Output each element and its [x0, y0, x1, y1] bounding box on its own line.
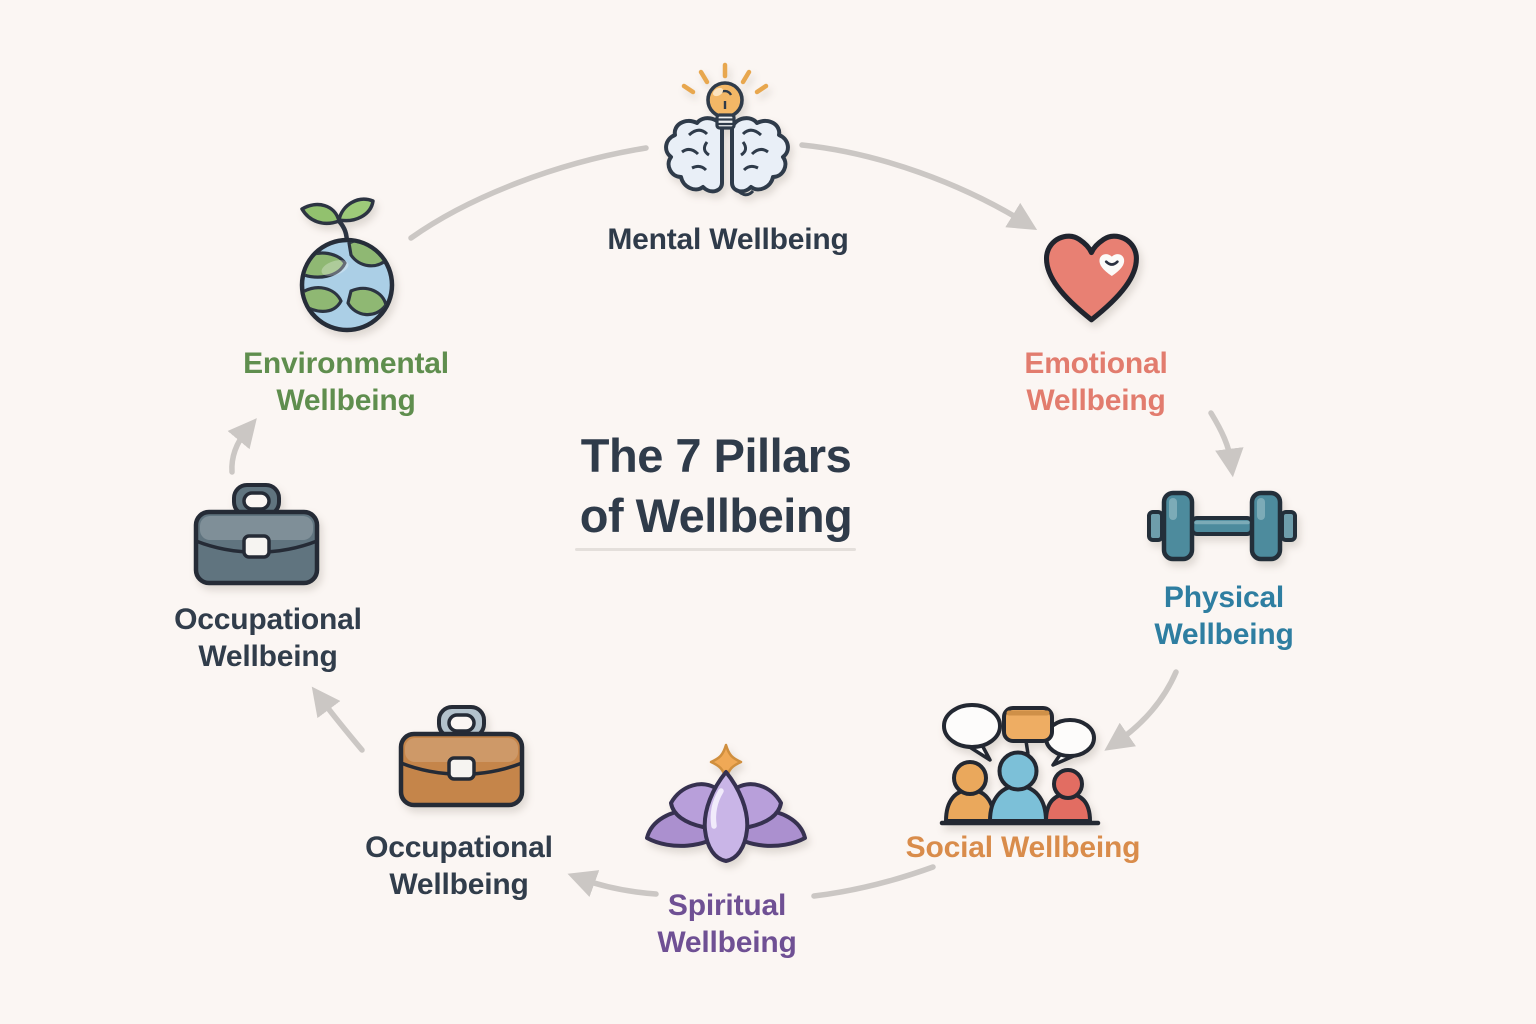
pillar-label-physical: Physical Wellbeing: [1154, 581, 1294, 651]
pillar-label-environmental: Environmental Wellbeing: [243, 347, 449, 417]
arrow-occupational-left-to-environmental: [227, 418, 257, 475]
title-line-1: The 7 Pillars: [580, 429, 852, 482]
arrow-social-to-spiritual: [811, 864, 936, 899]
pillar-label-mental: Mental Wellbeing: [607, 223, 849, 256]
arrow-emotional-to-physical: [1208, 410, 1244, 478]
title-line-2: of Wellbeing: [579, 489, 853, 542]
people-chat-icon: [939, 703, 1101, 826]
brain-lightbulb-icon: [664, 62, 790, 197]
lotus-icon: [645, 743, 807, 863]
pillar-label-spiritual: Spiritual Wellbeing: [657, 889, 797, 959]
earth-sprout-icon: [299, 197, 395, 333]
pillar-label-emotional: Emotional Wellbeing: [1024, 347, 1168, 417]
heart-icon: [1043, 233, 1139, 323]
briefcase-brown-icon: [398, 705, 525, 808]
pillar-label-occupational-bottom: Occupational Wellbeing: [365, 831, 553, 901]
briefcase-gray-icon: [193, 483, 320, 586]
title-underline: [575, 548, 856, 551]
arrow-environmental-to-mental: [408, 145, 649, 241]
dumbbell-icon: [1147, 490, 1297, 562]
page-title: The 7 Pillars of Wellbeing: [500, 426, 932, 546]
arrow-mental-to-emotional: [799, 142, 1038, 231]
pillar-label-occupational-left: Occupational Wellbeing: [174, 603, 362, 673]
arrow-occupational-to-occupational-left: [311, 686, 365, 753]
pillar-label-social: Social Wellbeing: [905, 831, 1141, 864]
arrow-spiritual-to-occupational: [567, 870, 659, 897]
arrow-physical-to-social: [1104, 669, 1179, 751]
